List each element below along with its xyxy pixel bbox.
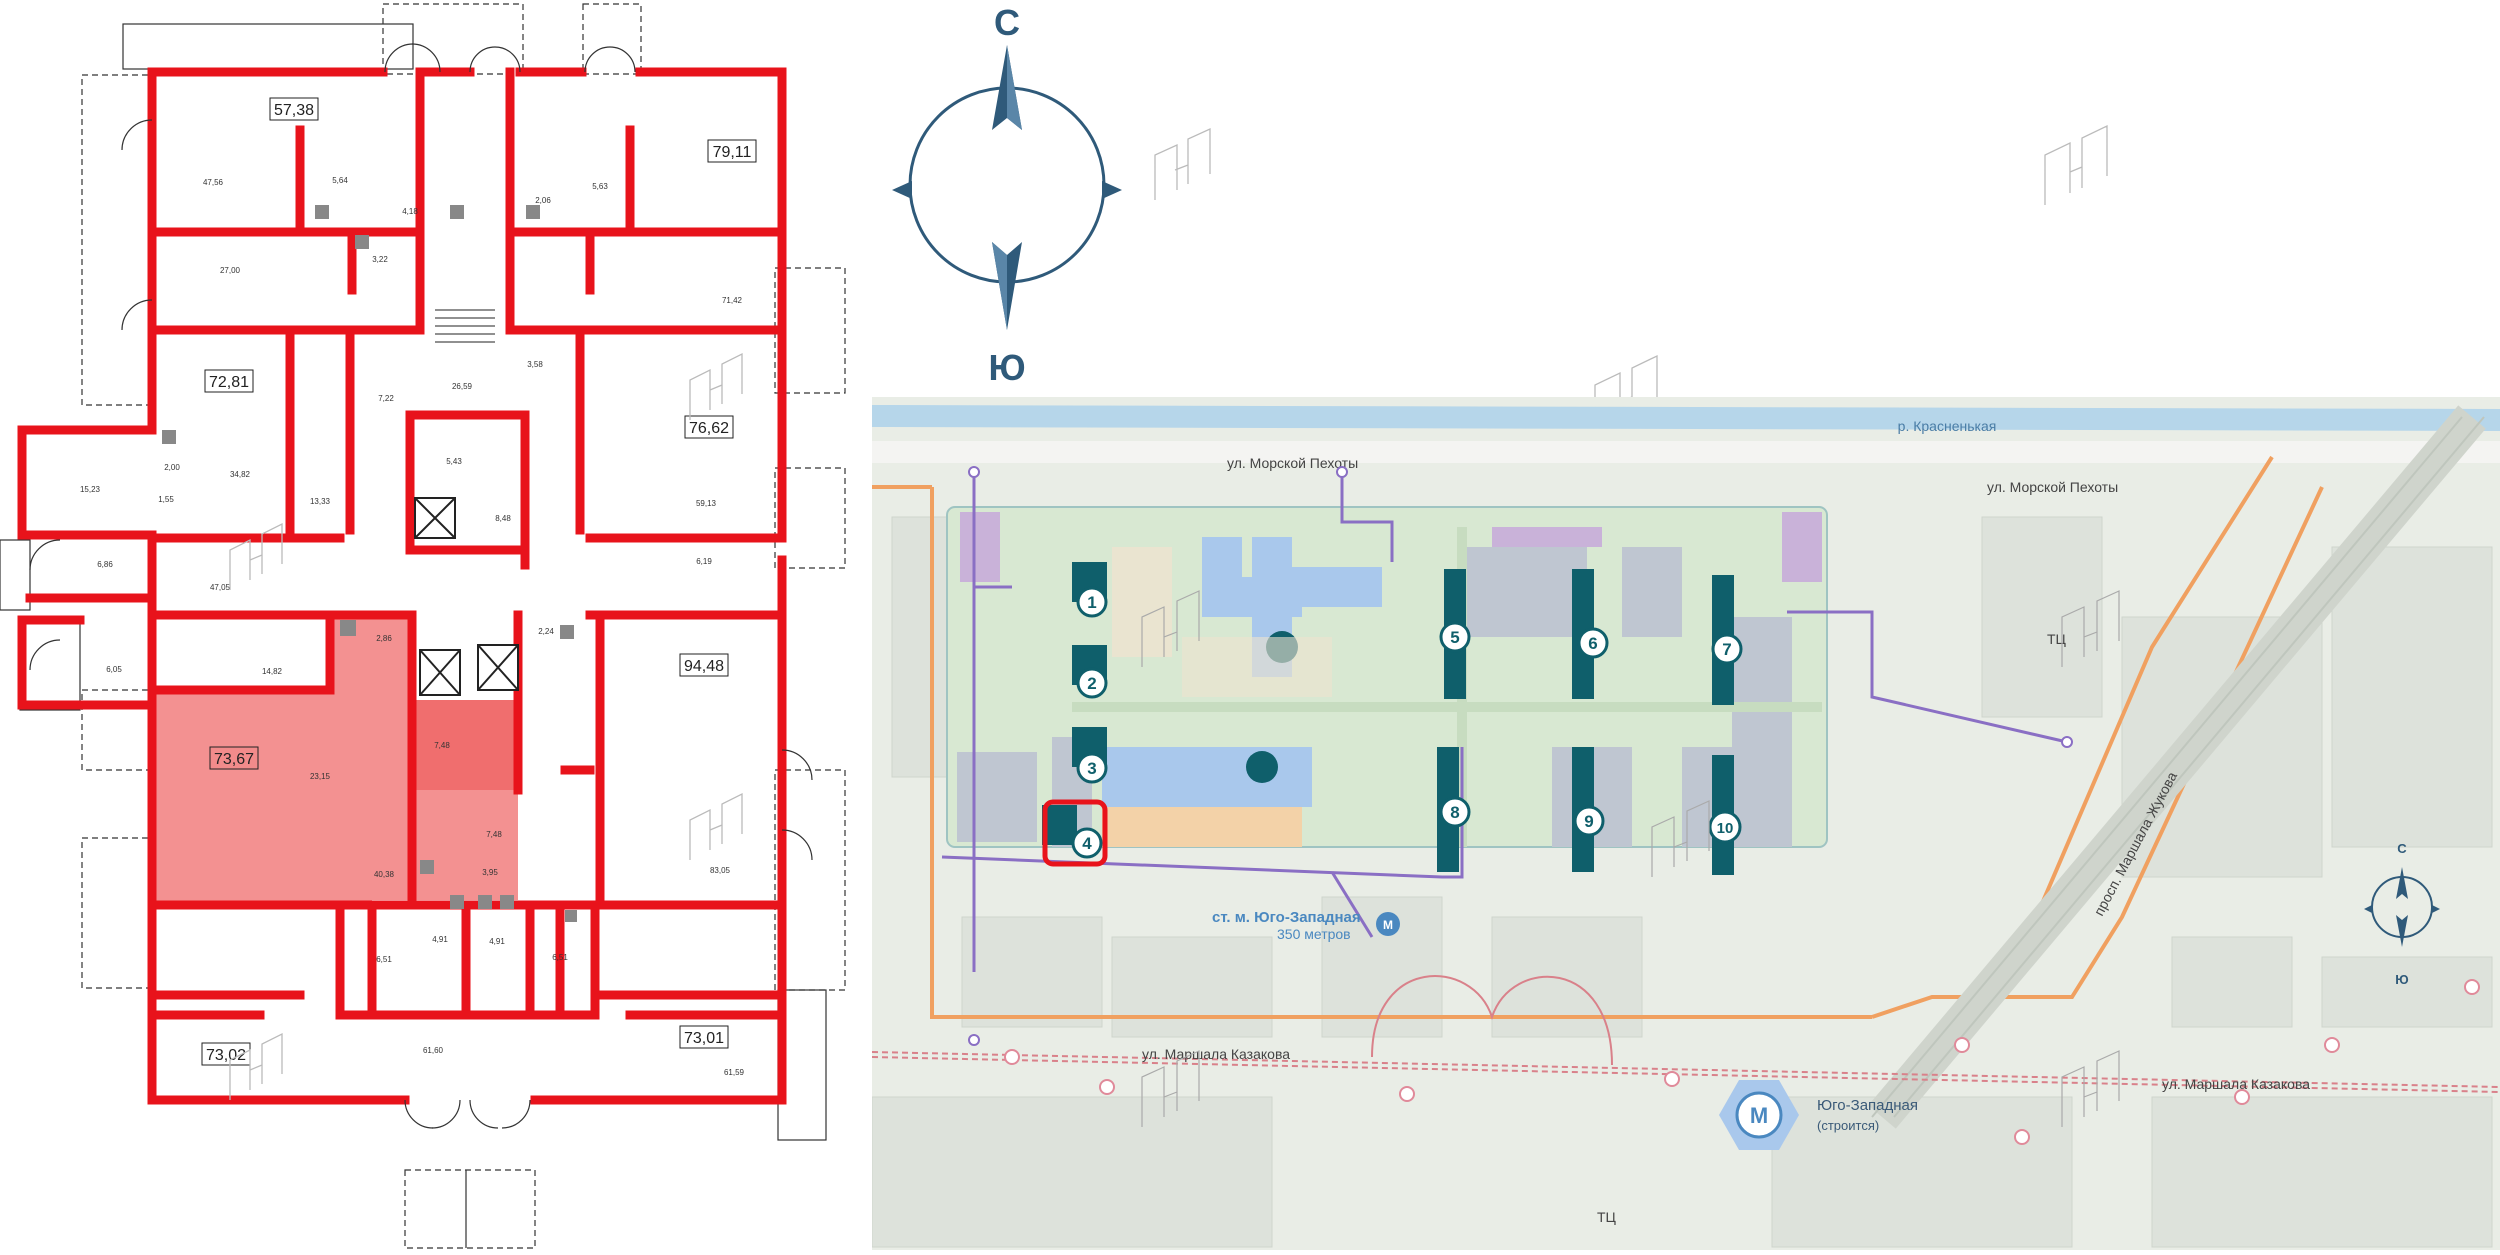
railway xyxy=(871,975,2500,1093)
building-number: 5 xyxy=(1450,628,1459,647)
site-map: р. Красненькая ул. Морской Пехоты ул. Мо… xyxy=(871,397,2500,1250)
mall-label: ТЦ xyxy=(2047,631,2067,647)
metro-icon: M xyxy=(1750,1103,1768,1128)
svg-text:6,51: 6,51 xyxy=(552,953,568,962)
svg-text:15,23: 15,23 xyxy=(80,485,101,494)
mini-compass: С Ю xyxy=(2364,841,2440,987)
svg-text:4,18: 4,18 xyxy=(402,207,418,216)
svg-text:23,15: 23,15 xyxy=(310,772,331,781)
walking-routes xyxy=(941,472,2068,972)
svg-text:71,42: 71,42 xyxy=(722,296,743,305)
bathroom-fixtures xyxy=(162,205,577,922)
svg-text:5,43: 5,43 xyxy=(446,457,462,466)
street-label: ул. Морской Пехоты xyxy=(1227,455,1358,471)
svg-text:2,06: 2,06 xyxy=(535,196,551,205)
svg-text:4,91: 4,91 xyxy=(489,937,505,946)
selected-building-4[interactable]: 4 xyxy=(1042,799,1108,867)
building-number: 3 xyxy=(1087,759,1096,778)
svg-text:6,51: 6,51 xyxy=(376,955,392,964)
watermark-logo xyxy=(1141,590,2120,1127)
stairs xyxy=(435,309,495,343)
apartment-label: 73,02 xyxy=(206,1047,246,1064)
svg-text:13,33: 13,33 xyxy=(310,497,331,506)
apartment-label: 72,81 xyxy=(209,374,249,391)
svg-text:6,19: 6,19 xyxy=(696,557,712,566)
svg-text:6,86: 6,86 xyxy=(97,560,113,569)
svg-text:Ю: Ю xyxy=(2395,972,2408,987)
svg-text:5,64: 5,64 xyxy=(332,176,348,185)
svg-text:3,95: 3,95 xyxy=(482,868,498,877)
svg-text:С: С xyxy=(2397,841,2407,856)
building-number: 6 xyxy=(1588,634,1597,653)
floor-plan: 57,38 79,11 72,81 76,62 94,48 73,67 73,0… xyxy=(0,0,870,1250)
svg-text:61,60: 61,60 xyxy=(423,1046,444,1055)
apartment-label: 73,01 xyxy=(684,1030,724,1047)
watermark-logo xyxy=(2044,124,2108,205)
svg-text:83,05: 83,05 xyxy=(710,866,731,875)
metro-future-note: (строится) xyxy=(1817,1118,1879,1133)
svg-text:1,55: 1,55 xyxy=(158,495,174,504)
compass-rose: С Ю xyxy=(870,0,1270,390)
room-area-labels: 47,56 5,64 4,18 27,00 3,22 2,06 5,63 71,… xyxy=(80,176,745,1077)
compass-east-arrow-icon xyxy=(1102,181,1122,199)
apartment-label: 57,38 xyxy=(274,102,314,119)
svg-text:7,48: 7,48 xyxy=(486,830,502,839)
apartment-label-selected: 73,67 xyxy=(214,751,254,768)
apartment-label: 79,11 xyxy=(713,144,752,161)
svg-text:59,13: 59,13 xyxy=(696,499,717,508)
compass-west-arrow-icon xyxy=(892,181,912,199)
svg-text:47,56: 47,56 xyxy=(203,178,224,187)
building-number: 8 xyxy=(1450,803,1459,822)
building-number-selected: 4 xyxy=(1082,834,1092,853)
metro-station-name: ст. м. Юго-Западная xyxy=(1212,909,1361,926)
svg-text:47,05: 47,05 xyxy=(210,583,231,592)
street-label: ул. Морской Пехоты xyxy=(1987,479,2118,495)
bus-stop-icons xyxy=(1004,979,2480,1145)
svg-text:3,22: 3,22 xyxy=(372,255,388,264)
metro-future-name: Юго-Западная xyxy=(1817,1097,1918,1114)
metro-icon xyxy=(1376,912,1400,936)
door-swings xyxy=(29,43,813,1129)
river-label: р. Красненькая xyxy=(1898,418,1997,434)
svg-text:7,48: 7,48 xyxy=(434,741,450,750)
compass-north-label: С xyxy=(994,2,1020,43)
svg-text:6,05: 6,05 xyxy=(106,665,122,674)
mall-label: ТЦ xyxy=(1597,1209,1617,1225)
building-number: 9 xyxy=(1584,812,1593,831)
apartment-labels[interactable]: 57,38 79,11 72,81 76,62 94,48 73,67 73,0… xyxy=(201,97,757,1066)
svg-text:7,22: 7,22 xyxy=(378,394,394,403)
svg-text:40,38: 40,38 xyxy=(374,870,395,879)
building-number: 7 xyxy=(1722,640,1731,659)
watermark-logo xyxy=(229,352,743,1100)
svg-text:34,82: 34,82 xyxy=(230,470,251,479)
kindergarten-icon xyxy=(1246,751,1278,783)
svg-text:3,58: 3,58 xyxy=(527,360,543,369)
building-number: 1 xyxy=(1087,593,1096,612)
selected-apartment-area[interactable] xyxy=(152,615,518,905)
elevator-shafts xyxy=(414,497,519,696)
street-label: ул. Маршала Казакова xyxy=(2162,1076,2310,1092)
compass-south-label: Ю xyxy=(988,347,1025,388)
svg-text:2,00: 2,00 xyxy=(164,463,180,472)
svg-text:26,59: 26,59 xyxy=(452,382,473,391)
svg-text:2,24: 2,24 xyxy=(538,627,554,636)
svg-text:8,48: 8,48 xyxy=(495,514,511,523)
svg-text:4,91: 4,91 xyxy=(432,935,448,944)
svg-text:5,63: 5,63 xyxy=(592,182,608,191)
apartment-label: 76,62 xyxy=(689,420,729,437)
svg-text:61,59: 61,59 xyxy=(724,1068,745,1077)
building-number: 2 xyxy=(1087,674,1096,693)
building-number-badges[interactable]: 1 2 3 5 6 7 8 9 10 xyxy=(1076,586,1743,844)
floor-plan-walls xyxy=(17,67,787,1105)
apartment-label: 94,48 xyxy=(684,658,724,675)
street-label: ул. Маршала Казакова xyxy=(1142,1046,1290,1062)
building-number: 10 xyxy=(1717,820,1734,837)
river xyxy=(872,405,2500,431)
svg-text:2,86: 2,86 xyxy=(376,634,392,643)
svg-text:27,00: 27,00 xyxy=(220,266,241,275)
metro-icon: M xyxy=(1383,918,1393,932)
metro-distance: 350 метров xyxy=(1277,926,1351,942)
watermark-logo xyxy=(1154,127,1211,200)
svg-text:14,82: 14,82 xyxy=(262,667,283,676)
